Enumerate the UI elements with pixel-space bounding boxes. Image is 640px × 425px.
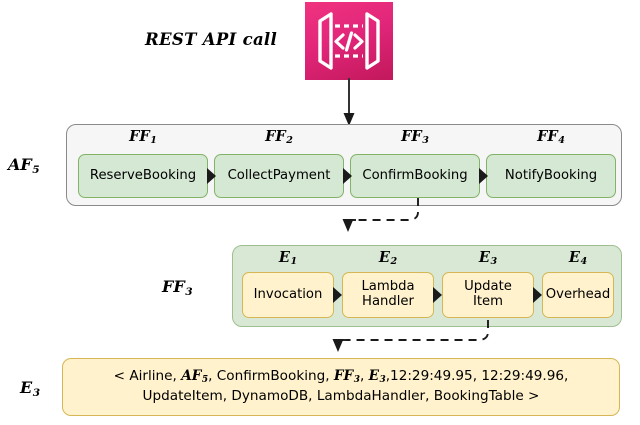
event-tuple-line-1: < Airline, AF5, ConfirmBooking, FF3, E3,… bbox=[114, 367, 569, 387]
cap-sub: 4 bbox=[558, 135, 565, 147]
node-confirm-booking[interactable]: ConfirmBooking bbox=[350, 154, 480, 198]
node-overhead[interactable]: Overhead bbox=[542, 272, 614, 318]
function-flow-side-label: FF3 bbox=[162, 277, 193, 298]
api-to-flow-arrow bbox=[343, 78, 355, 126]
cap-base: E bbox=[378, 249, 390, 266]
arrow-collect-to-confirm bbox=[343, 168, 352, 184]
node-update-item-line2: Item bbox=[472, 294, 504, 309]
caption-ff3: FF3 bbox=[350, 128, 480, 146]
e-sub: 3 bbox=[32, 386, 41, 399]
tuple-mid2: , bbox=[359, 368, 365, 385]
node-lambda-handler[interactable]: Lambda Handler bbox=[342, 272, 434, 318]
arrow-update-to-overhead bbox=[533, 287, 542, 303]
caption-e3: E3 bbox=[442, 249, 534, 267]
arrow-invocation-to-lambda bbox=[333, 287, 342, 303]
cap-base: E bbox=[478, 249, 490, 266]
cap-sub: 4 bbox=[580, 256, 588, 268]
cap-base: E bbox=[568, 249, 580, 266]
node-update-item[interactable]: Update Item bbox=[442, 272, 534, 318]
tuple-ff-label: FF3 bbox=[333, 368, 360, 386]
rest-api-call-label: REST API call bbox=[145, 30, 278, 49]
caption-ff2: FF2 bbox=[214, 128, 344, 146]
tuple-af-label: AF5 bbox=[181, 368, 209, 386]
cap-sub: 1 bbox=[290, 256, 298, 268]
event-tuple-box: < Airline, AF5, ConfirmBooking, FF3, E3,… bbox=[62, 358, 620, 416]
confirm-booking-expand-connector bbox=[342, 198, 419, 232]
update-item-expand-connector bbox=[332, 320, 489, 352]
node-collect-payment[interactable]: CollectPayment bbox=[214, 154, 344, 198]
node-lambda-handler-line1: Lambda bbox=[361, 279, 415, 295]
node-update-item-line1: Update bbox=[464, 279, 512, 295]
tuple-open: < Airline, bbox=[113, 368, 177, 385]
application-flow-side-label: AF5 bbox=[8, 155, 40, 176]
tuple-e-label: E3 bbox=[368, 368, 386, 386]
cap-sub: 1 bbox=[150, 135, 157, 147]
node-invocation[interactable]: Invocation bbox=[242, 272, 334, 318]
cap-base: FF bbox=[265, 128, 286, 145]
caption-e2: E2 bbox=[342, 249, 434, 267]
node-reserve-booking[interactable]: ReserveBooking bbox=[78, 154, 208, 198]
e-base: E bbox=[20, 378, 33, 397]
node-overhead-line1: Overhead bbox=[545, 286, 611, 302]
tuple-timestamps: ,12:29:49.95, 12:29:49.96, bbox=[385, 368, 569, 385]
cap-sub: 2 bbox=[286, 135, 293, 147]
caption-e4: E4 bbox=[542, 249, 614, 267]
cap-base: FF bbox=[401, 128, 422, 145]
arrow-reserve-to-collect bbox=[207, 168, 216, 184]
af-sub: 5 bbox=[32, 163, 40, 176]
cap-base: FF bbox=[129, 128, 150, 145]
caption-ff1: FF1 bbox=[78, 128, 208, 146]
cap-base: FF bbox=[537, 128, 558, 145]
node-notify-booking[interactable]: NotifyBooking bbox=[486, 154, 616, 198]
cap-sub: 3 bbox=[490, 256, 498, 268]
caption-e1: E1 bbox=[242, 249, 334, 267]
cap-sub: 2 bbox=[390, 256, 398, 268]
tuple-mid1: , ConfirmBooking, bbox=[208, 368, 330, 385]
cap-sub: 3 bbox=[422, 135, 429, 147]
ff-sub: 3 bbox=[185, 285, 193, 298]
caption-ff4: FF4 bbox=[486, 128, 616, 146]
node-lambda-handler-line2: Handler bbox=[362, 294, 414, 309]
api-gateway-icon bbox=[305, 2, 393, 80]
af-base: AF bbox=[8, 155, 32, 174]
arrow-confirm-to-notify bbox=[479, 168, 488, 184]
event-tuple-line-2: UpdateItem, DynamoDB, LambdaHandler, Boo… bbox=[142, 388, 540, 405]
node-invocation-line1: Invocation bbox=[253, 286, 323, 302]
ff-base: FF bbox=[162, 277, 185, 296]
arrow-lambda-to-update bbox=[433, 287, 442, 303]
cap-base: E bbox=[278, 249, 290, 266]
event-side-label: E3 bbox=[20, 378, 40, 399]
